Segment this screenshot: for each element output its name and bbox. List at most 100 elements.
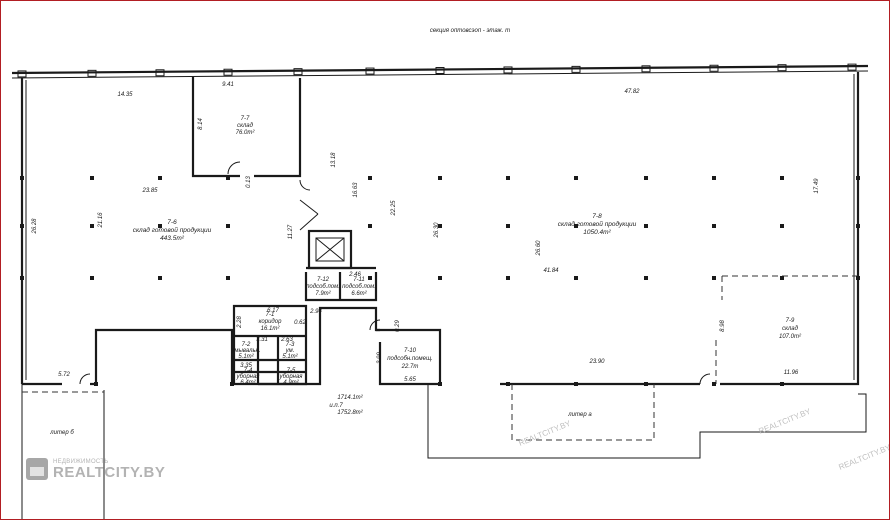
svg-text:7-6: 7-6 <box>167 219 177 226</box>
wall-tick <box>223 68 233 76</box>
brand-icon <box>26 458 48 480</box>
stair-cross <box>315 237 345 262</box>
column-marker <box>226 276 230 280</box>
svg-text:7-12: 7-12 <box>317 277 330 283</box>
column-marker <box>574 176 578 180</box>
svg-text:подсобн.помещ.: подсобн.помещ. <box>387 356 433 362</box>
room-label-7-9: 7-9 склад 107.0m² <box>779 318 802 340</box>
room-7-10-walls <box>376 328 442 384</box>
dimension-label: 9.41 <box>222 82 234 88</box>
svg-text:уборная: уборная <box>278 374 303 380</box>
dimension-label: 0.62 <box>294 320 306 326</box>
watermark-text: REALTCITY.BY <box>517 419 572 448</box>
column-marker <box>856 176 860 180</box>
outer-top-wall <box>11 64 869 79</box>
column-marker <box>438 224 442 228</box>
litera-b-label: литер б <box>49 430 74 436</box>
room-label-7-7: 7-7 склад 76.0m² <box>236 116 256 136</box>
svg-text:1714.1m²: 1714.1m² <box>337 395 363 401</box>
room-label-7-4: 7-4 уборная 6.4m² <box>235 368 260 386</box>
svg-text:7-10: 7-10 <box>404 348 417 354</box>
svg-text:7-8: 7-8 <box>592 213 602 220</box>
watermark-text: REALTCITY.BY <box>837 443 890 472</box>
dimension-label: 3.35 <box>240 363 252 369</box>
column-marker <box>438 382 442 386</box>
column-marker <box>158 276 162 280</box>
wall-tick <box>155 69 165 77</box>
room-label-7-11: 7-11 подсоб.пом. 6.6m² <box>342 277 376 297</box>
svg-text:подсоб.пом.: подсоб.пом. <box>306 284 340 290</box>
column-marker <box>856 224 860 228</box>
column-marker <box>506 224 510 228</box>
outer-wall <box>20 72 860 386</box>
column-marker <box>20 176 24 180</box>
column-marker <box>644 382 648 386</box>
annex-a <box>427 384 867 459</box>
wall-tick <box>641 65 651 73</box>
dimension-label: 26.60 <box>536 240 542 257</box>
dimension-label: 41.84 <box>543 268 559 274</box>
top-wall-ticks <box>17 63 857 78</box>
svg-text:4.9m²: 4.9m² <box>283 380 299 386</box>
room-label-7-2: 7-2 умывальн. 5.1m² <box>230 342 260 360</box>
svg-text:1752.8m²: 1752.8m² <box>337 410 363 416</box>
svg-text:22.7m: 22.7m <box>401 364 419 370</box>
room-label-7-1: 7-1 коридор 16.1m² <box>259 312 282 332</box>
room-7-9-dash <box>715 275 858 384</box>
svg-text:подсоб.пом.: подсоб.пом. <box>342 284 376 290</box>
dimension-label: 2.28 <box>237 316 243 329</box>
column-marker <box>368 176 372 180</box>
column-marker <box>368 224 372 228</box>
svg-text:умывальн.: умывальн. <box>230 348 260 354</box>
column-marker <box>506 382 510 386</box>
column-marker <box>644 276 648 280</box>
dimension-label: 8.98 <box>720 320 726 332</box>
dimension-label: 22.25 <box>391 200 397 217</box>
wall-tick <box>777 64 787 72</box>
dimension-label: 11.96 <box>784 370 799 376</box>
dimension-label: 8.14 <box>198 118 204 130</box>
column-marker <box>226 224 230 228</box>
dimension-label: 5.65 <box>404 377 416 383</box>
svg-text:склад: склад <box>782 326 799 332</box>
column-grid <box>20 176 860 386</box>
dimension-label: 0.13 <box>246 176 252 188</box>
wall-tick <box>571 65 581 73</box>
dimension-label: 13.18 <box>331 152 337 168</box>
annex-a-dash <box>511 384 655 441</box>
column-marker <box>712 276 716 280</box>
svg-text:7-4: 7-4 <box>244 368 253 374</box>
column-marker <box>90 224 94 228</box>
area-totals: 1714.1m² и.п.7 1752.8m² <box>329 395 363 416</box>
svg-text:7-5: 7-5 <box>287 368 296 374</box>
column-marker <box>712 382 716 386</box>
column-marker <box>506 276 510 280</box>
watermark-logo: НЕДВИЖИМОСТЬ REALTCITY.BY <box>26 458 165 480</box>
column-marker <box>368 276 372 280</box>
column-marker <box>20 276 24 280</box>
wall-tick <box>503 66 513 74</box>
dimension-label: 11.27 <box>288 224 294 239</box>
dimension-label: 16.63 <box>353 182 359 198</box>
svg-text:склад: склад <box>237 123 254 129</box>
column-marker <box>20 224 24 228</box>
column-marker <box>780 176 784 180</box>
svg-text:7-11: 7-11 <box>353 277 365 283</box>
column-marker <box>644 224 648 228</box>
wall-tick <box>709 64 719 72</box>
wall-tick <box>87 69 97 77</box>
column-marker <box>506 176 510 180</box>
plan-title: секция оптовсэоп - этаж. т <box>430 28 510 34</box>
column-marker <box>438 276 442 280</box>
svg-text:склад готовой продукции: склад готовой продукции <box>558 220 637 228</box>
column-marker <box>712 176 716 180</box>
svg-text:склад готовой продукции: склад готовой продукции <box>133 226 212 234</box>
svg-text:7-9: 7-9 <box>786 318 795 324</box>
dimension-label: 23.85 <box>141 188 158 194</box>
svg-text:76.0m²: 76.0m² <box>236 130 256 136</box>
wall-tick <box>435 67 445 74</box>
wall-tick <box>17 70 27 78</box>
column-marker <box>574 224 578 228</box>
